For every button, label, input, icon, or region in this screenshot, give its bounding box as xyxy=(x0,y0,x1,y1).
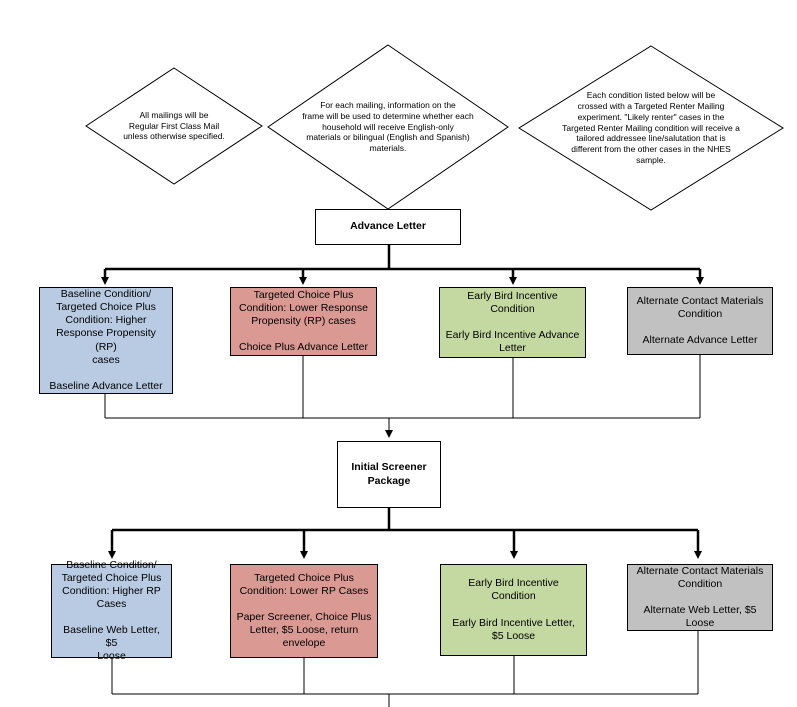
advance-alternate-contact-box: Alternate Contact Materials Condition Al… xyxy=(627,287,773,355)
advance-letter-box: Advance Letter xyxy=(315,209,461,245)
note-mail-class-text: All mailings will be Regular First Class… xyxy=(123,109,225,142)
note-renter-mailing-text: Each condition listed below will be cros… xyxy=(562,89,740,166)
screener-alternate-contact-box: Alternate Contact Materials Condition Al… xyxy=(627,564,773,631)
screener-targeted-choice-plus-text: Targeted Choice Plus Condition: Lower RP… xyxy=(236,571,372,650)
advance-alternate-contact-text: Alternate Contact Materials Condition Al… xyxy=(636,294,764,347)
advance-baseline-condition-text: Baseline Condition/ Targeted Choice Plus… xyxy=(49,288,163,392)
screener-targeted-choice-plus-box: Targeted Choice Plus Condition: Lower RP… xyxy=(230,564,378,658)
screener-baseline-condition-text: Baseline Condition/ Targeted Choice Plus… xyxy=(61,558,162,663)
advance-early-bird-text: Early Bird Incentive Condition Early Bir… xyxy=(445,289,580,355)
screener-branch-connector xyxy=(108,508,702,559)
note-diamond-mail-class xyxy=(85,67,263,185)
advance-letter-branch-connector xyxy=(101,245,704,285)
initial-screener-package-title: Initial Screener Package xyxy=(351,461,427,487)
note-mail-class: All mailings will be Regular First Class… xyxy=(108,100,240,152)
note-language: For each mailing, information on the fra… xyxy=(290,90,486,164)
advance-targeted-choice-plus-text: Targeted Choice Plus Condition: Lower Re… xyxy=(239,288,368,354)
note-renter-mailing: Each condition listed below will be cros… xyxy=(542,80,760,176)
advance-early-bird-box: Early Bird Incentive Condition Early Bir… xyxy=(439,287,586,358)
advance-baseline-condition-box: Baseline Condition/ Targeted Choice Plus… xyxy=(39,287,173,394)
advance-letter-merge-connector xyxy=(104,355,701,438)
screener-early-bird-box: Early Bird Incentive Condition Early Bir… xyxy=(440,564,587,656)
screener-early-bird-text: Early Bird Incentive Condition Early Bir… xyxy=(452,577,575,642)
advance-targeted-choice-plus-box: Targeted Choice Plus Condition: Lower Re… xyxy=(230,287,377,356)
screener-alternate-contact-text: Alternate Contact Materials Condition Al… xyxy=(636,564,764,630)
screener-merge-connector xyxy=(111,631,699,707)
note-diamond-renter-mailing xyxy=(518,45,784,211)
note-language-text: For each mailing, information on the fra… xyxy=(302,99,474,154)
screener-baseline-condition-box: Baseline Condition/ Targeted Choice Plus… xyxy=(51,559,172,662)
advance-letter-title: Advance Letter xyxy=(350,220,426,233)
initial-screener-package-box: Initial Screener Package xyxy=(337,441,441,508)
